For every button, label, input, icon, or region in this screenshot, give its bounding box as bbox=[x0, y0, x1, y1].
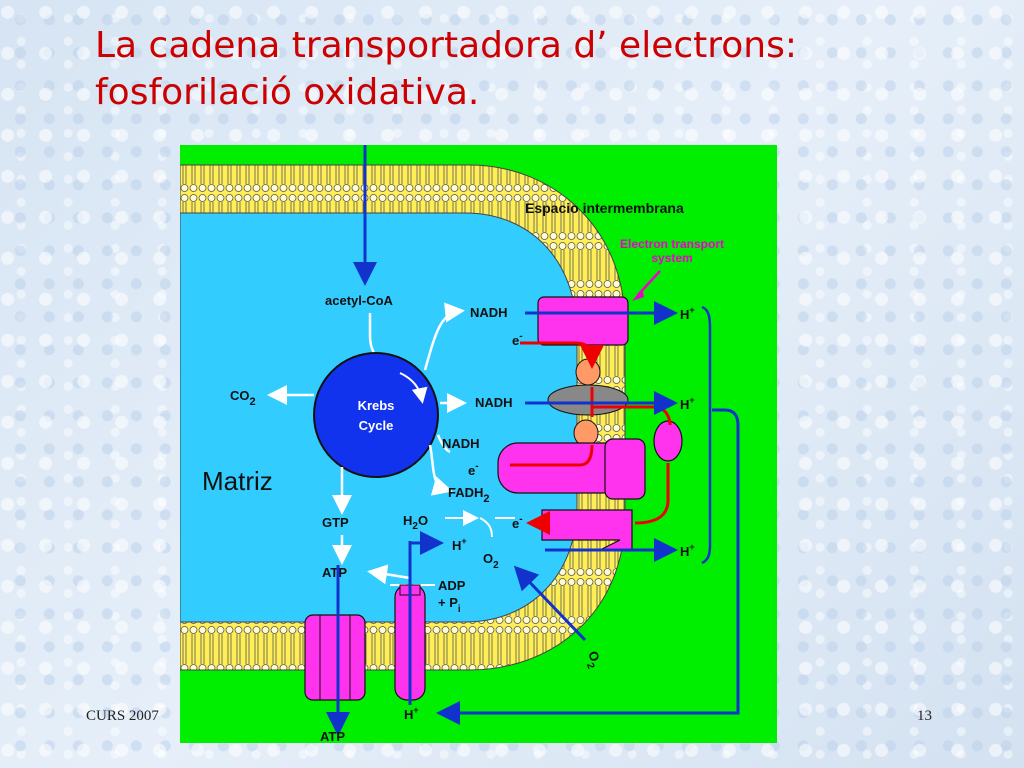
atp-label-2: ATP bbox=[320, 729, 345, 743]
nadh-label-3: NADH bbox=[442, 436, 480, 451]
complex-i bbox=[537, 296, 629, 346]
electron-transport-diagram: Espacio intermembrana Electron transport… bbox=[180, 145, 777, 743]
intermembrane-label: Espacio intermembrana bbox=[525, 200, 684, 216]
h-plus-bottom: H+ bbox=[404, 705, 419, 722]
complex-ii bbox=[547, 384, 629, 416]
co2-label: CO2 bbox=[230, 388, 256, 408]
pi-label: + Pi bbox=[438, 595, 461, 615]
h-plus-matrix: H+ bbox=[452, 536, 467, 553]
matrix-label: Matriz bbox=[202, 466, 273, 496]
o2-label-matrix: O2 bbox=[483, 551, 499, 571]
adp-label: ADP bbox=[438, 578, 466, 593]
footer-page-number: 13 bbox=[917, 708, 932, 724]
footer-course: CURS 2007 bbox=[86, 708, 159, 724]
cytochrome-c-outer bbox=[653, 420, 683, 462]
krebs-label-line2: Cycle bbox=[359, 418, 394, 433]
acetyl-coa-label: acetyl-CoA bbox=[325, 293, 394, 308]
slide-title-line2: fosforilació oxidativa. bbox=[95, 72, 480, 113]
h-plus-out-2: H+ bbox=[680, 395, 695, 412]
atp-synthase-left bbox=[304, 614, 366, 701]
e-minus-2: e- bbox=[468, 461, 479, 478]
krebs-cycle bbox=[313, 352, 439, 478]
fadh2-label: FADH2 bbox=[448, 485, 490, 505]
e-minus-3: e- bbox=[512, 514, 523, 531]
h2o-label: H2O bbox=[403, 513, 428, 532]
h-plus-out-3: H+ bbox=[680, 542, 695, 559]
slide-title: La cadena transportadora d’ electrons: f… bbox=[95, 22, 975, 116]
ets-label-line1: Electron transport bbox=[620, 237, 724, 251]
atp-label-1: ATP bbox=[322, 565, 347, 580]
e-minus-1: e- bbox=[512, 331, 523, 348]
gtp-label: GTP bbox=[322, 515, 349, 530]
cytochrome-c bbox=[573, 419, 599, 447]
nadh-label-2: NADH bbox=[475, 395, 513, 410]
ets-label-line2: system bbox=[651, 251, 692, 265]
krebs-label-line1: Krebs bbox=[358, 398, 395, 413]
o2-label-outside: O2 bbox=[580, 649, 604, 671]
coenzyme-q bbox=[575, 358, 601, 386]
nadh-label-1: NADH bbox=[470, 305, 508, 320]
h-plus-out-1: H+ bbox=[680, 305, 695, 322]
slide-title-line1: La cadena transportadora d’ electrons: bbox=[95, 25, 797, 66]
